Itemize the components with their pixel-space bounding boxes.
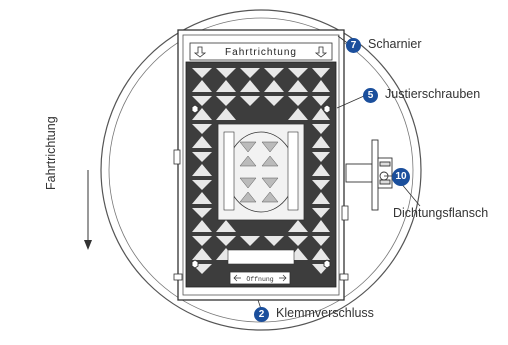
screw-icon bbox=[191, 104, 199, 114]
center-left-strip bbox=[223, 131, 235, 211]
leader-dichtungsflansch-label bbox=[399, 181, 421, 207]
flange-plate bbox=[371, 139, 379, 211]
callout-scharnier-label: Scharnier bbox=[368, 37, 422, 51]
inner-ring bbox=[108, 17, 414, 323]
top-arrow-left-icon bbox=[193, 46, 207, 58]
direction-arrow-head-icon bbox=[84, 240, 92, 250]
cover-inner-frame bbox=[182, 34, 340, 296]
top-direction-label: Fahrtrichtung bbox=[225, 47, 297, 58]
callout-justierschrauben-label: Justierschrauben bbox=[385, 87, 481, 101]
flange-assembly bbox=[345, 139, 393, 211]
flange-pipe bbox=[345, 163, 373, 183]
flange-nut bbox=[379, 179, 391, 185]
opening-arrow-right-icon bbox=[279, 274, 287, 282]
grate-lattice bbox=[192, 68, 330, 274]
grate: Öffnung bbox=[185, 61, 337, 288]
direction-side-label: Fahrtrichtung bbox=[44, 116, 58, 190]
callout-7-badge: 7 bbox=[346, 38, 361, 53]
corner-tab-right bbox=[339, 273, 349, 281]
callout-2-badge: 2 bbox=[254, 307, 269, 322]
opening-label: Öffnung bbox=[246, 275, 273, 283]
callout-10-badge: 10 bbox=[392, 168, 410, 186]
outer-ring bbox=[100, 9, 422, 331]
bottom-label-strip bbox=[227, 249, 295, 265]
leader-justierschrauben bbox=[336, 95, 365, 109]
center-pattern bbox=[239, 141, 279, 203]
top-arrow-right-icon bbox=[314, 46, 328, 58]
center-right-strip bbox=[287, 131, 299, 211]
screw-icon bbox=[191, 259, 199, 269]
top-direction-band bbox=[189, 42, 333, 61]
opening-arrow-left-icon bbox=[233, 274, 241, 282]
callout-5-badge: 5 bbox=[363, 88, 378, 103]
side-knuckle-right bbox=[341, 205, 349, 221]
corner-tab-left bbox=[173, 273, 183, 281]
opening-tab bbox=[229, 271, 291, 285]
side-knuckle-left bbox=[173, 149, 181, 165]
callout-klemmverschluss-label: Klemmverschluss bbox=[276, 306, 374, 320]
screw-icon bbox=[323, 104, 331, 114]
screw-icon bbox=[323, 259, 331, 269]
flange-nut bbox=[379, 161, 391, 167]
callout-dichtungsflansch-label: Dichtungsflansch bbox=[393, 206, 489, 220]
adjusting-screws bbox=[191, 104, 331, 269]
